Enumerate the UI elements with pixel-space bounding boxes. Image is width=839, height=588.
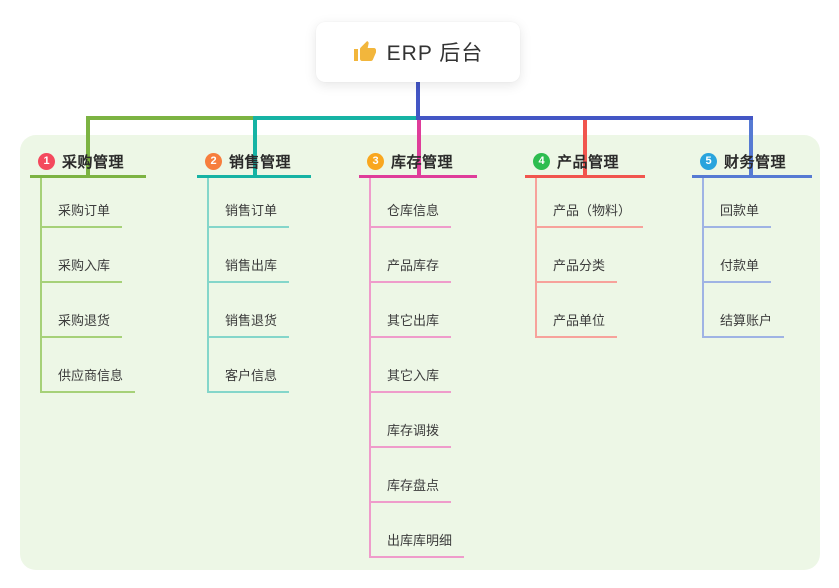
child-node[interactable]: 产品分类 <box>535 228 645 283</box>
branch-children: 销售订单 销售出库 销售退货 客户信息 <box>197 178 311 393</box>
branch-label: 销售管理 <box>229 153 292 171</box>
mindmap-panel <box>20 135 820 570</box>
branch-purchase: 1 采购管理 采购订单 采购入库 采购退货 供应商信息 <box>30 147 146 393</box>
child-node[interactable]: 产品（物料） <box>535 178 645 228</box>
branch-label: 财务管理 <box>724 153 787 171</box>
branch-inventory: 3 库存管理 仓库信息 产品库存 其它出库 其它入库 库存调拨 库存盘点 出库库… <box>359 147 477 558</box>
branch-children: 产品（物料） 产品分类 产品单位 <box>525 178 645 338</box>
child-node-label: 采购入库 <box>40 255 123 283</box>
child-node-label: 产品（物料） <box>535 200 644 228</box>
child-node-label: 销售出库 <box>207 255 290 283</box>
child-node[interactable]: 供应商信息 <box>40 338 146 393</box>
branch-header-product[interactable]: 4 产品管理 <box>525 147 645 178</box>
branch-children: 仓库信息 产品库存 其它出库 其它入库 库存调拨 库存盘点 出库库明细 <box>359 178 477 558</box>
connector-branch-purchase <box>86 116 253 178</box>
branch-badge: 4 <box>533 152 550 170</box>
child-node[interactable]: 采购入库 <box>40 228 146 283</box>
child-node-label: 其它出库 <box>369 310 452 338</box>
branch-badge: 5 <box>700 152 717 170</box>
connector-branch-sales <box>253 116 419 178</box>
child-node-label: 供应商信息 <box>40 365 136 393</box>
root-node-label: ERP 后台 <box>386 42 484 65</box>
child-node[interactable]: 库存调拨 <box>369 393 477 448</box>
child-node[interactable]: 产品单位 <box>535 283 645 338</box>
child-node-label: 产品单位 <box>535 310 618 338</box>
mindmap-root-node[interactable]: ERP 后台 <box>316 22 520 82</box>
child-node[interactable]: 付款单 <box>702 228 812 283</box>
child-node-label: 结算账户 <box>702 310 785 338</box>
branch-badge: 2 <box>205 152 222 170</box>
child-node[interactable]: 库存盘点 <box>369 448 477 503</box>
child-node[interactable]: 销售退货 <box>207 283 311 338</box>
child-node[interactable]: 结算账户 <box>702 283 812 338</box>
branch-children: 回款单 付款单 结算账户 <box>692 178 812 338</box>
branch-header-sales[interactable]: 2 销售管理 <box>197 147 311 178</box>
child-node-label: 其它入库 <box>369 365 452 393</box>
child-node-label: 仓库信息 <box>369 200 452 228</box>
branch-finance: 5 财务管理 回款单 付款单 结算账户 <box>692 147 812 338</box>
child-node-label: 客户信息 <box>207 365 290 393</box>
child-node[interactable]: 销售订单 <box>207 178 311 228</box>
child-node-label: 销售退货 <box>207 310 290 338</box>
child-node-label: 采购订单 <box>40 200 123 228</box>
child-node[interactable]: 回款单 <box>702 178 812 228</box>
child-node-label: 产品库存 <box>369 255 452 283</box>
child-node-label: 库存盘点 <box>369 475 452 503</box>
thumbs-up-icon <box>353 41 376 61</box>
child-node[interactable]: 采购退货 <box>40 283 146 338</box>
child-node[interactable]: 采购订单 <box>40 178 146 228</box>
branch-header-finance[interactable]: 5 财务管理 <box>692 147 812 178</box>
branch-label: 采购管理 <box>62 153 125 171</box>
child-node-label: 销售订单 <box>207 200 290 228</box>
connector-lines <box>86 80 753 178</box>
child-node[interactable]: 出库库明细 <box>369 503 477 558</box>
child-node-label: 采购退货 <box>40 310 123 338</box>
child-node-label: 库存调拨 <box>369 420 452 448</box>
child-node-label: 产品分类 <box>535 255 618 283</box>
child-node[interactable]: 销售出库 <box>207 228 311 283</box>
branch-badge: 1 <box>38 152 55 170</box>
child-node-label: 回款单 <box>702 200 772 228</box>
branch-header-purchase[interactable]: 1 采购管理 <box>30 147 146 178</box>
branch-badge: 3 <box>367 152 384 170</box>
child-node-label: 出库库明细 <box>369 530 465 558</box>
child-node[interactable]: 仓库信息 <box>369 178 477 228</box>
branch-product: 4 产品管理 产品（物料） 产品分类 产品单位 <box>525 147 645 338</box>
branch-label: 库存管理 <box>391 153 454 171</box>
branch-children: 采购订单 采购入库 采购退货 供应商信息 <box>30 178 146 393</box>
child-node[interactable]: 其它出库 <box>369 283 477 338</box>
child-node[interactable]: 产品库存 <box>369 228 477 283</box>
child-node[interactable]: 其它入库 <box>369 338 477 393</box>
child-node[interactable]: 客户信息 <box>207 338 311 393</box>
child-node-label: 付款单 <box>702 255 772 283</box>
branch-sales: 2 销售管理 销售订单 销售出库 销售退货 客户信息 <box>197 147 311 393</box>
branch-header-inventory[interactable]: 3 库存管理 <box>359 147 477 178</box>
branch-label: 产品管理 <box>557 153 620 171</box>
